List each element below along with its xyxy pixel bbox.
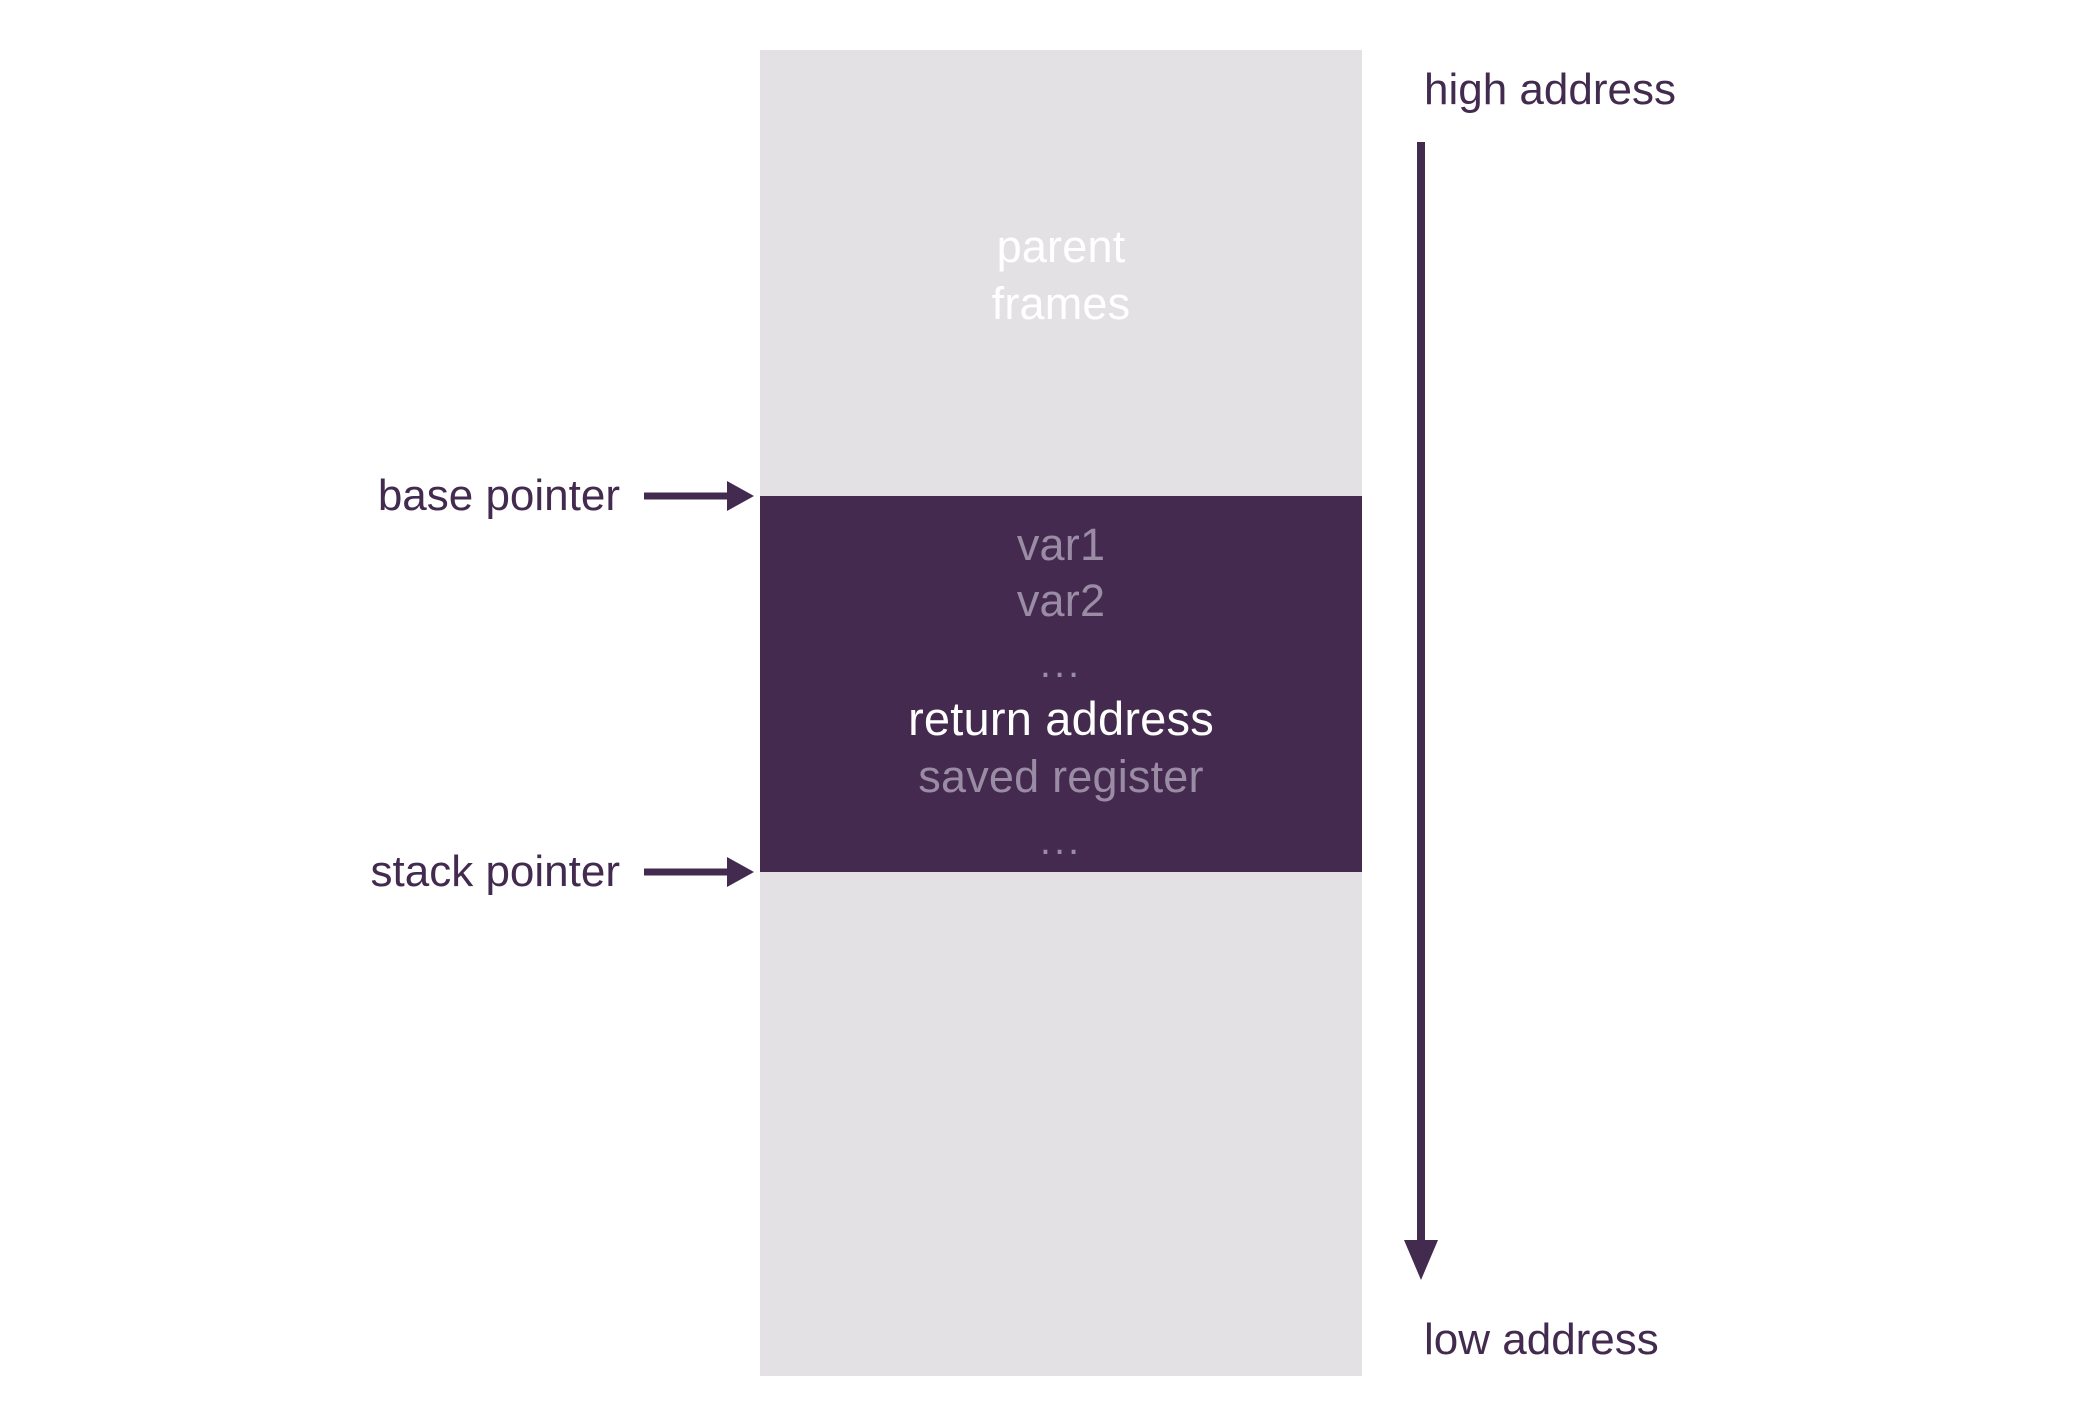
base-pointer-arrow-head — [727, 481, 754, 511]
address-direction-arrow-icon — [1404, 142, 1438, 1280]
base-pointer-arrow-shaft — [644, 492, 730, 500]
stack-pointer-arrow-head — [727, 857, 754, 887]
frame-row-saved-register: saved register — [918, 751, 1204, 802]
parent-frames-line-2: frames — [991, 278, 1131, 329]
frame-row-return-address: return address — [908, 692, 1214, 745]
current-stack-frame: var1 var2 ... return address saved regis… — [760, 496, 1362, 872]
parent-frames-label: parent frames — [760, 218, 1362, 332]
frame-row-var1: var1 — [1016, 519, 1106, 570]
frame-row-var2: var2 — [1016, 575, 1106, 626]
stack-pointer-label: stack pointer — [370, 847, 620, 896]
stack-pointer-arrow-icon — [644, 857, 754, 887]
frame-row-ellipsis-upper: ... — [1039, 642, 1083, 686]
current-frame-rows: var1 var2 ... return address saved regis… — [760, 496, 1362, 872]
high-address-label: high address — [1424, 65, 1676, 114]
address-axis-shaft — [1417, 142, 1425, 1246]
base-pointer-label: base pointer — [377, 471, 620, 520]
low-address-label: low address — [1424, 1315, 1659, 1364]
base-pointer-arrow-icon — [644, 481, 754, 511]
parent-frames-line-1: parent — [996, 221, 1126, 272]
frame-row-ellipsis-lower: ... — [1039, 819, 1083, 863]
stack-pointer-arrow-shaft — [644, 868, 730, 876]
address-axis-arrow-head — [1404, 1240, 1438, 1280]
